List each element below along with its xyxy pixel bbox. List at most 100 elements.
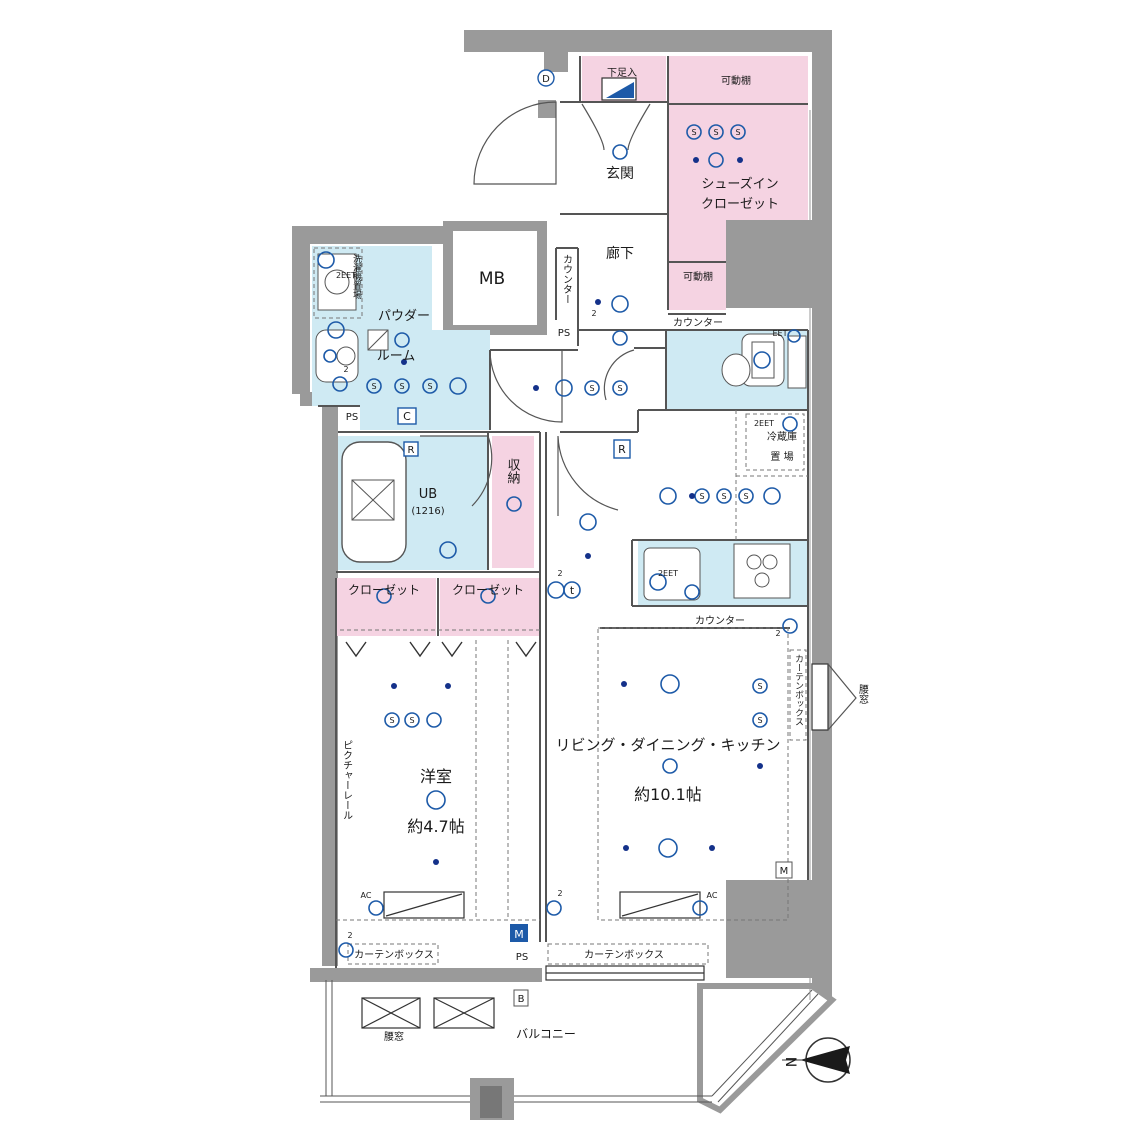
- svg-text:S: S: [699, 492, 704, 501]
- ldk-label: リビング・ダイニング・キッチン: [555, 736, 780, 754]
- entrance-label: 玄関: [606, 165, 634, 182]
- ac-label-2: AC: [707, 891, 718, 900]
- waist-window-side-swing: [827, 663, 857, 731]
- shoe-box-label: 下足入: [607, 67, 637, 79]
- fixtures: [315, 253, 807, 601]
- walls: [292, 30, 837, 1120]
- waist-window-label-2: 腰窓: [857, 684, 869, 704]
- ps-label-3: PS: [516, 952, 528, 963]
- svg-text:S: S: [589, 384, 594, 393]
- counter-label-kitchen: カウンター: [695, 615, 745, 627]
- counter-label-top: カウンター: [673, 317, 723, 329]
- d-symbol: D: [542, 74, 550, 85]
- movable-shelf-label-2: 可動棚: [683, 270, 713, 283]
- north-label: N: [782, 1057, 798, 1067]
- tv-symbol: [317, 251, 801, 958]
- shoes-in-closet-label-2: クローゼット: [701, 197, 779, 212]
- laundry-label: 洗濯機置場: [351, 253, 362, 300]
- ac-label-1: AC: [361, 891, 372, 900]
- closet-label-1: クローゼット: [348, 583, 420, 597]
- doors: [420, 101, 651, 516]
- outlet-s-letters: S S S S S S S S S S S S S S S: [371, 128, 762, 725]
- m-symbol-1: M: [514, 928, 524, 941]
- svg-text:S: S: [735, 128, 740, 137]
- north-arrow: N: [782, 1037, 851, 1083]
- dashed-lines: [313, 247, 808, 965]
- doorbell-symbol: [537, 69, 555, 87]
- balcony-outline: [320, 980, 819, 1103]
- curtain-box-side-label: カーテンボックス: [793, 654, 804, 726]
- svg-text:S: S: [409, 716, 414, 725]
- boxed-letters: D C R R M M B: [403, 74, 788, 1005]
- western-room-label: 洋室: [420, 767, 452, 786]
- western-room-size-label: 約4.7帖: [407, 817, 464, 836]
- t-symbol: t: [570, 584, 575, 597]
- svg-text:2: 2: [775, 629, 780, 638]
- storage-label: 収納: [505, 458, 521, 485]
- balcony-label: バルコニー: [516, 1027, 576, 1041]
- svg-text:S: S: [721, 492, 726, 501]
- counter-label-vertical: カウンター: [561, 254, 573, 304]
- svg-text:S: S: [713, 128, 718, 137]
- svg-text:S: S: [757, 682, 762, 691]
- curtain-box-label-1: カーテンボックス: [354, 949, 434, 961]
- room-labels: 下足入 可動棚 玄関 シューズイン クローゼット 廊下 可動棚 MB カウンター…: [346, 67, 781, 1043]
- r-symbol-bath: R: [408, 445, 415, 456]
- r-symbol-ldk: R: [618, 443, 626, 456]
- waist-window-label-1: 腰窓: [384, 1030, 404, 1043]
- outlet-symbols: [366, 124, 768, 774]
- closet-area-1: [336, 578, 436, 636]
- powder-room-label-1: パウダー: [378, 309, 430, 324]
- ps-label-2: PS: [346, 412, 358, 423]
- svg-text:S: S: [371, 382, 376, 391]
- washing-machine: [317, 253, 357, 311]
- svg-text:S: S: [389, 716, 394, 725]
- ub-label: UB: [419, 487, 437, 502]
- shoes-in-closet-label-1: シューズイン: [701, 176, 778, 192]
- b-symbol: B: [518, 994, 525, 1005]
- windows: [361, 77, 829, 1029]
- kitchen-sink: [643, 547, 701, 601]
- svg-text:2: 2: [343, 365, 348, 374]
- ub-size-label: (1216): [411, 506, 444, 517]
- corridor-label: 廊下: [606, 245, 634, 262]
- stove: [733, 543, 791, 599]
- svg-text:2: 2: [591, 309, 596, 318]
- svg-text:S: S: [617, 384, 622, 393]
- folding-doors: [345, 641, 537, 658]
- downlight-dots: [391, 157, 763, 865]
- storage-area: [492, 436, 534, 568]
- svg-text:S: S: [757, 716, 762, 725]
- svg-text:S: S: [743, 492, 748, 501]
- c-symbol: C: [403, 410, 411, 423]
- bathtub: [341, 441, 407, 563]
- fridge-label-1: 冷蔵庫: [767, 430, 797, 443]
- svg-text:S: S: [691, 128, 696, 137]
- ldk-size-label: 約10.1帖: [634, 785, 702, 804]
- mb-label: MB: [479, 269, 505, 289]
- small-labels: t 2 2 2 2 2 2 AC AC 2EET 2EET 2EET EET: [336, 271, 788, 940]
- fridge-label-2: 置 場: [770, 450, 793, 463]
- closet-label-2: クローゼット: [452, 583, 524, 597]
- m-symbol-2: M: [780, 866, 789, 877]
- svg-text:S: S: [399, 382, 404, 391]
- svg-text:EET: EET: [773, 329, 788, 338]
- svg-text:2EET: 2EET: [754, 419, 774, 428]
- svg-text:S: S: [427, 382, 432, 391]
- svg-text:2EET: 2EET: [336, 271, 356, 280]
- movable-shelf-label-1: 可動棚: [721, 74, 751, 87]
- boxed-symbols: [397, 69, 793, 1007]
- ps-label-1: PS: [558, 328, 570, 339]
- svg-text:2: 2: [557, 569, 562, 578]
- powder-room-label-2: ルーム: [377, 349, 416, 364]
- picture-rail-label: ピクチャーレール: [341, 740, 353, 820]
- svg-text:2: 2: [557, 889, 562, 898]
- svg-text:2EET: 2EET: [658, 569, 678, 578]
- closet-area-2: [440, 578, 540, 636]
- curtain-box-label-2: カーテンボックス: [584, 949, 664, 961]
- vertical-labels: カウンター 洗濯機置場 収納 ピクチャーレール カーテンボックス 腰窓 冷蔵庫 …: [341, 253, 869, 820]
- partitions: [318, 56, 811, 1000]
- light-fixtures: [394, 144, 781, 858]
- svg-text:2: 2: [347, 931, 352, 940]
